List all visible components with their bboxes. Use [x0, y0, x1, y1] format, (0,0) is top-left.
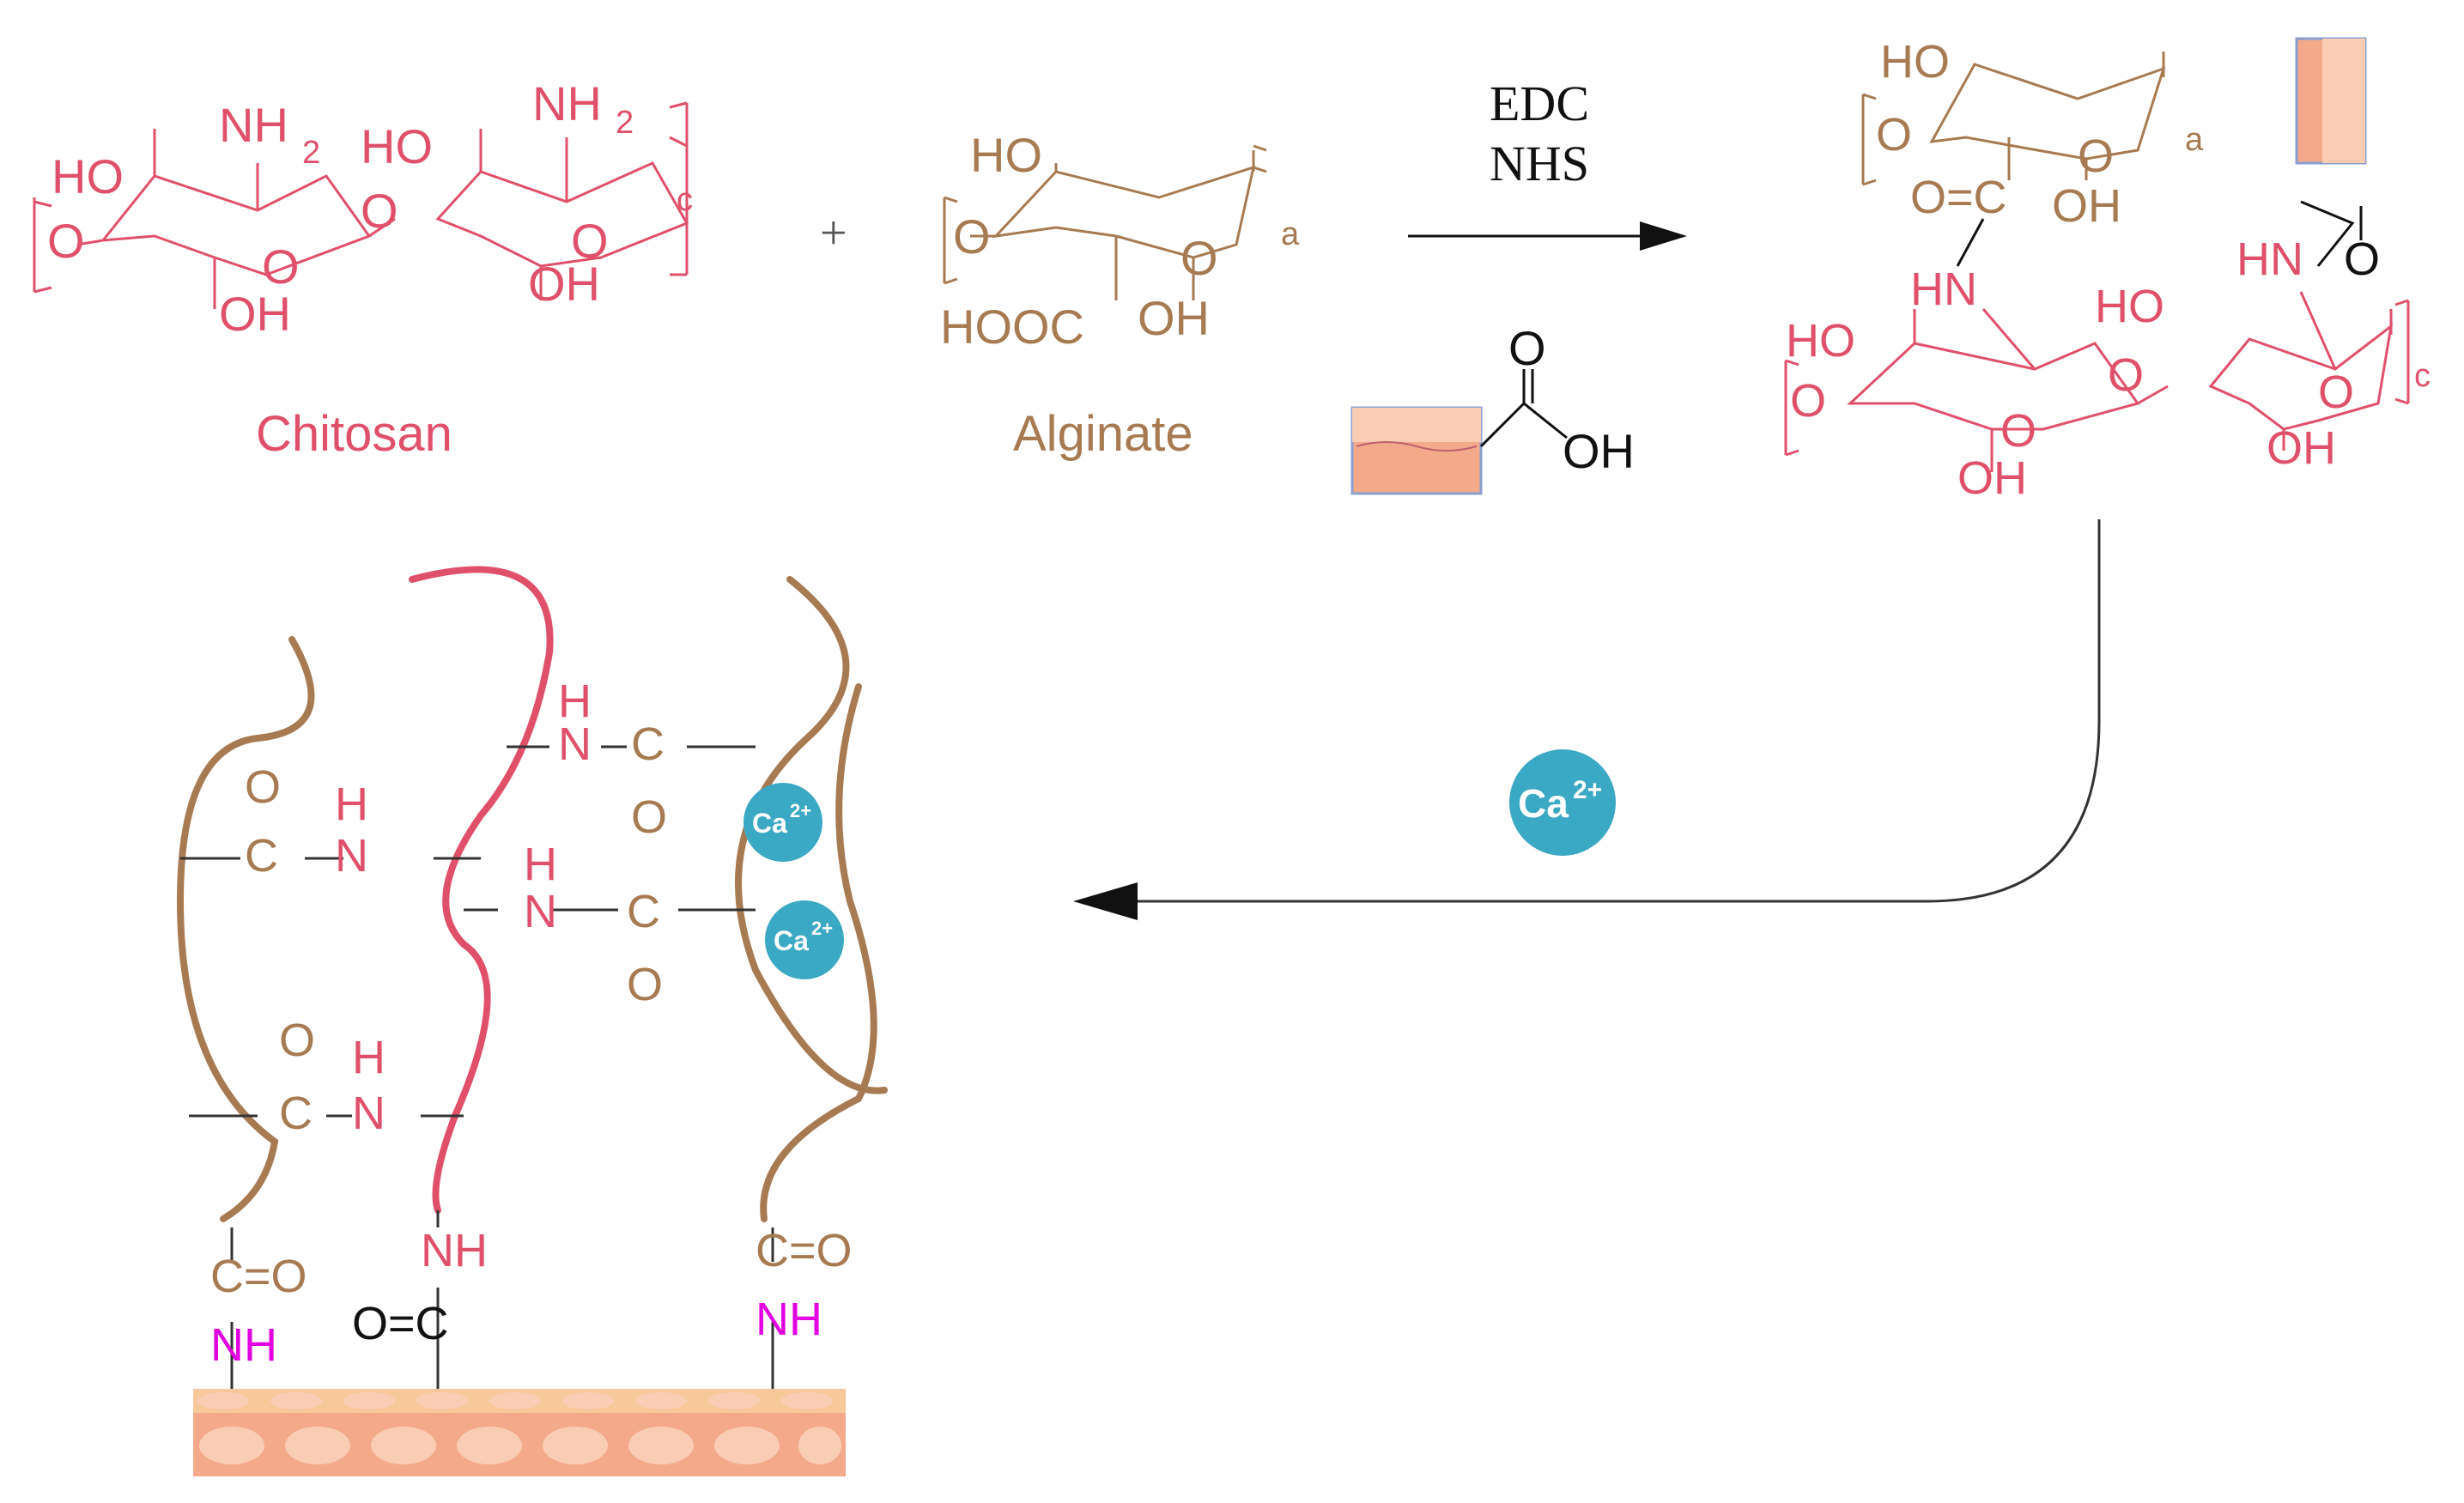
product-repeat-a: a — [2185, 122, 2204, 158]
product-oh-3: OH — [2267, 422, 2336, 474]
alginate-ho: HO — [970, 128, 1042, 182]
chitosan-ho-1: HO — [52, 149, 124, 203]
gel-nh-left: NH — [210, 1319, 277, 1371]
tissue-layer — [193, 1389, 846, 1476]
alginate-repeat-a: a — [1281, 216, 1300, 252]
gel-n-1: N — [335, 830, 368, 882]
chitosan-sub-2: 2 — [616, 105, 634, 141]
alginate-hooc: HOOC — [940, 300, 1084, 354]
alginate-label: Alginate — [1013, 406, 1193, 462]
chitosan-ho-2: HO — [361, 119, 433, 173]
gel-nh-center: NH — [421, 1225, 488, 1276]
chitosan-o-3: O — [571, 214, 609, 268]
gel-o-2: O — [631, 791, 667, 843]
calcium-charge-gel-1: 2+ — [790, 800, 811, 821]
product-oh-1: OH — [2052, 180, 2121, 232]
gel-n-4: N — [352, 1088, 385, 1139]
gel-h-3: H — [524, 839, 557, 890]
plus-sign: + — [820, 207, 847, 260]
chitosan-o-bridge: O — [361, 184, 398, 238]
calcium-symbol: Ca — [1518, 781, 1569, 826]
gel-h-4: H — [352, 1032, 385, 1083]
gel-o-1: O — [245, 761, 281, 813]
calcium-charge: 2+ — [1573, 776, 1602, 804]
reagent-nhs: NHS — [1490, 136, 1589, 191]
calcium-ion-gel-1: Ca 2+ — [743, 783, 822, 862]
product-o-5: O — [2318, 367, 2354, 418]
product-ho-2: HO — [1786, 315, 1855, 367]
calcium-ion-icon: Ca 2+ — [1509, 749, 1616, 856]
gel-oeqc-center: O=C — [352, 1298, 449, 1349]
return-arrow-icon — [1073, 519, 2101, 920]
product-tissue-icon — [2295, 37, 2367, 165]
calcium-symbol-gel-2: Ca — [774, 925, 809, 956]
product-alginate-part — [1861, 52, 2166, 186]
product-ho-3: HO — [2095, 281, 2164, 332]
product-linkers — [1956, 200, 2363, 267]
chitosan-sub-1: 2 — [302, 135, 320, 171]
product-o-bridge: O — [2108, 349, 2144, 401]
gel-n-3: N — [524, 886, 557, 937]
gel-ceqo-1: C=O — [210, 1251, 307, 1302]
gel-c-1: C — [245, 830, 278, 882]
product-o-2: O — [2078, 130, 2114, 182]
gel-c-2: C — [631, 718, 665, 770]
gel-h-2: H — [558, 676, 592, 727]
alginate-chains — [176, 576, 888, 1222]
product-o-3: O — [1790, 375, 1826, 427]
chitosan-o-2: O — [262, 239, 300, 294]
acid-oh: OH — [1563, 424, 1635, 478]
product-o-4: O — [2000, 405, 2036, 457]
chitosan-o-1: O — [47, 214, 85, 268]
product-co: O — [2344, 233, 2380, 285]
gel-n-2: N — [558, 718, 592, 770]
reaction-arrow-icon — [1408, 221, 1687, 251]
alginate-o-2: O — [1180, 231, 1218, 285]
product-hn-1: HN — [1910, 264, 1977, 315]
chitosan-label: Chitosan — [256, 406, 452, 462]
chitosan-nh2-1: NH — [219, 98, 288, 152]
crosslink-bonds — [180, 745, 774, 1389]
acid-o: O — [1508, 321, 1546, 375]
alginate-o-1: O — [953, 209, 991, 264]
gel-ceqo-2: C=O — [756, 1225, 853, 1276]
tissue-icon — [1350, 406, 1483, 495]
alginate-oh: OH — [1138, 291, 1210, 345]
product-chitosan-part — [1784, 291, 2410, 472]
chitosan-nh2-2: NH — [532, 76, 602, 130]
product-hn-2: HN — [2236, 233, 2303, 285]
gel-o-3: O — [627, 959, 663, 1010]
product-ho-1: HO — [1880, 36, 1950, 88]
reagent-edc: EDC — [1490, 76, 1589, 131]
product-repeat-c: c — [2414, 358, 2431, 394]
reaction-conditions: EDC NHS — [1490, 76, 1589, 191]
product-oh-2: OH — [1957, 452, 2027, 504]
product-o-1: O — [1876, 109, 1912, 161]
gel-o-4: O — [279, 1015, 315, 1066]
gel-c-4: C — [279, 1088, 313, 1139]
chitosan-structure — [33, 101, 689, 309]
calcium-ion-gel-2: Ca 2+ — [765, 900, 844, 979]
calcium-symbol-gel-1: Ca — [752, 808, 787, 839]
alginate-structure — [943, 144, 1267, 300]
product-oc: O=C — [1910, 172, 2007, 223]
calcium-charge-gel-2: 2+ — [811, 918, 833, 939]
gel-nh-right: NH — [756, 1294, 822, 1345]
chitosan-repeat-c: c — [677, 182, 693, 218]
chitosan-oh-2: OH — [528, 257, 600, 311]
gel-h-1: H — [335, 779, 368, 830]
chitosan-oh-1: OH — [219, 287, 291, 341]
gel-c-3: C — [627, 886, 660, 937]
